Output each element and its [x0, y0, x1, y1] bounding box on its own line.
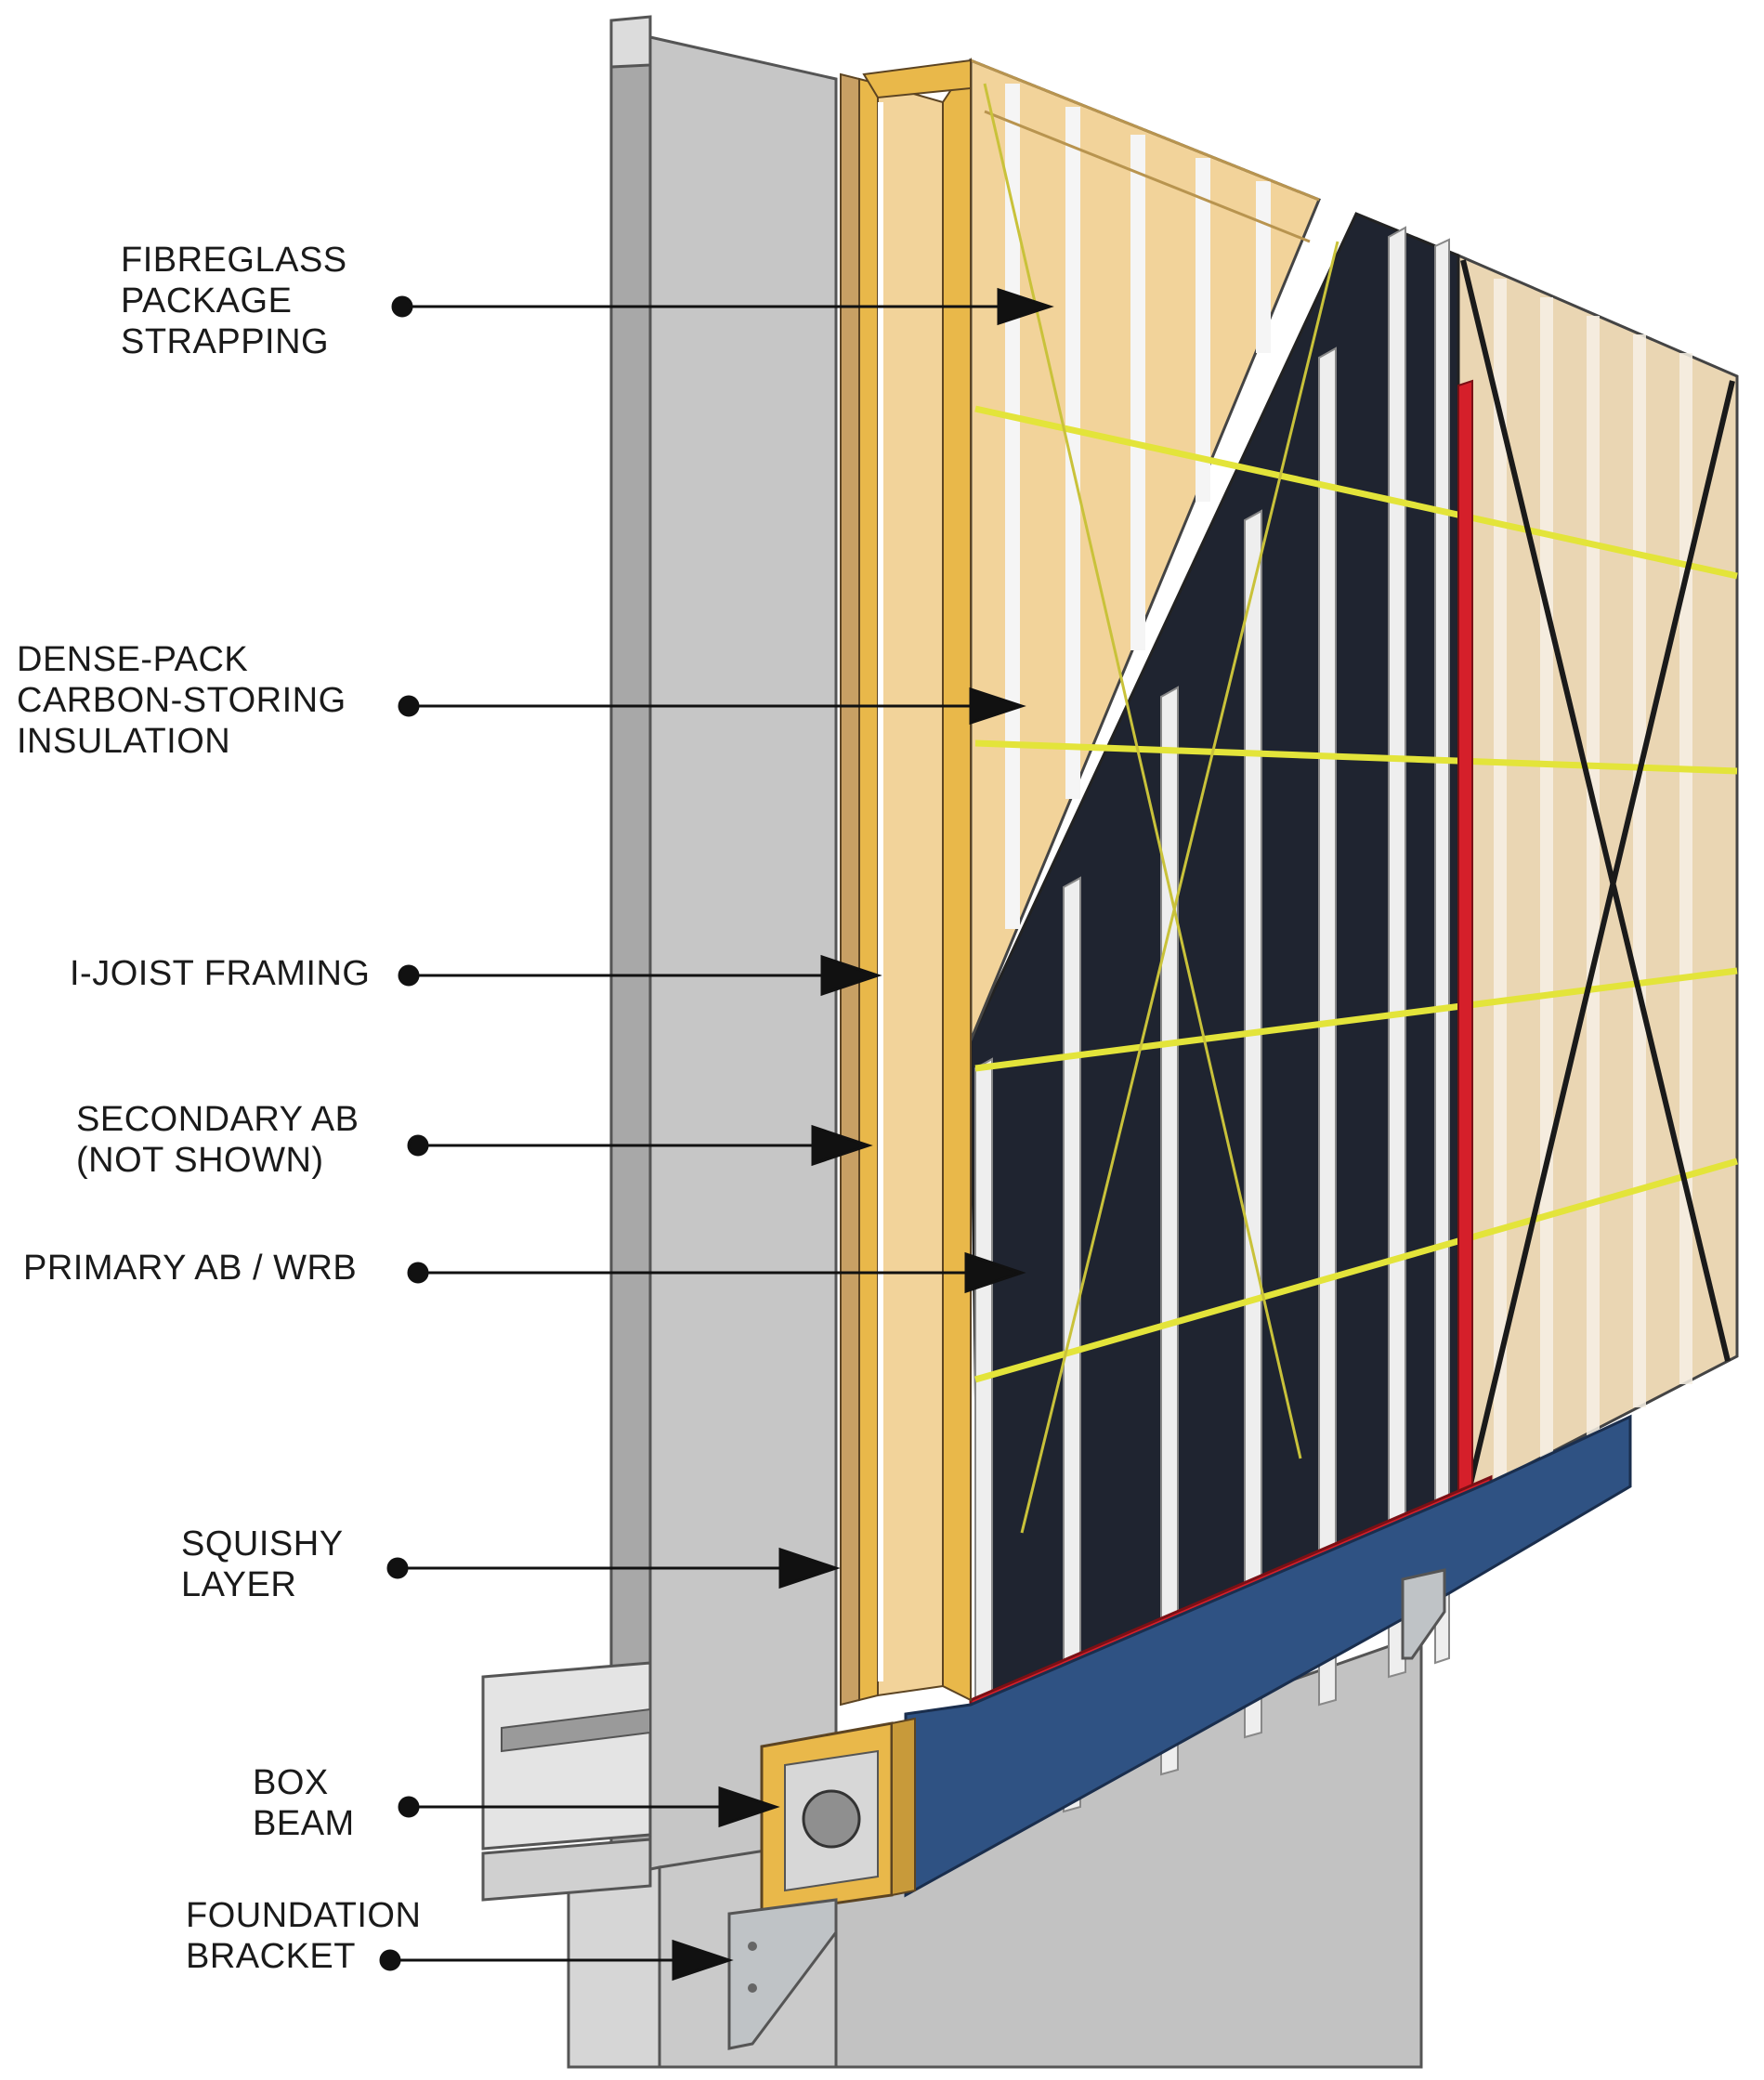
vertical-battens	[974, 226, 1450, 1846]
leader-box-beam	[398, 1786, 780, 1828]
label-fibreglass-package-strapping: FIBREGLASS PACKAGE STRAPPING	[121, 241, 347, 361]
label-foundation-bracket: FOUNDATION BRACKET	[186, 1896, 422, 1976]
label-squishy-layer: SQUISHY LAYER	[181, 1524, 344, 1604]
label-dense-pack-insulation: DENSE-PACK CARBON-STORING INSULATION	[17, 640, 346, 761]
leader-foundation-bracket	[379, 1939, 734, 1982]
yellow-cross-straps	[983, 83, 1339, 1534]
leader-dense-pack-insulation	[398, 687, 1026, 726]
black-cross-straps	[1460, 259, 1735, 1497]
label-secondary-ab: SECONDARY AB (NOT SHOWN)	[76, 1100, 359, 1180]
panel-edge	[840, 57, 972, 1707]
label-box-beam: BOX BEAM	[253, 1763, 355, 1843]
label-i-joist-framing: I-JOIST FRAMING	[70, 954, 371, 993]
leader-squishy-layer	[386, 1547, 841, 1589]
floor-ledge	[481, 1661, 652, 1902]
leader-fibreglass-strapping	[391, 287, 1054, 326]
label-primary-ab-wrb: PRIMARY AB / WRB	[23, 1249, 358, 1288]
leader-primary-ab-wrb	[407, 1251, 1026, 1294]
exposed-framing	[969, 58, 1321, 1041]
leader-i-joist-framing	[398, 954, 882, 997]
leader-secondary-ab	[407, 1124, 873, 1167]
callout-leaders	[379, 287, 1054, 1982]
sheathing-face	[1457, 253, 1739, 1503]
yellow-package-straps	[974, 405, 1738, 1383]
blue-base-flashing	[904, 1414, 1632, 1898]
foundation-bracket	[727, 1568, 1446, 2050]
box-beam	[760, 1717, 916, 1916]
